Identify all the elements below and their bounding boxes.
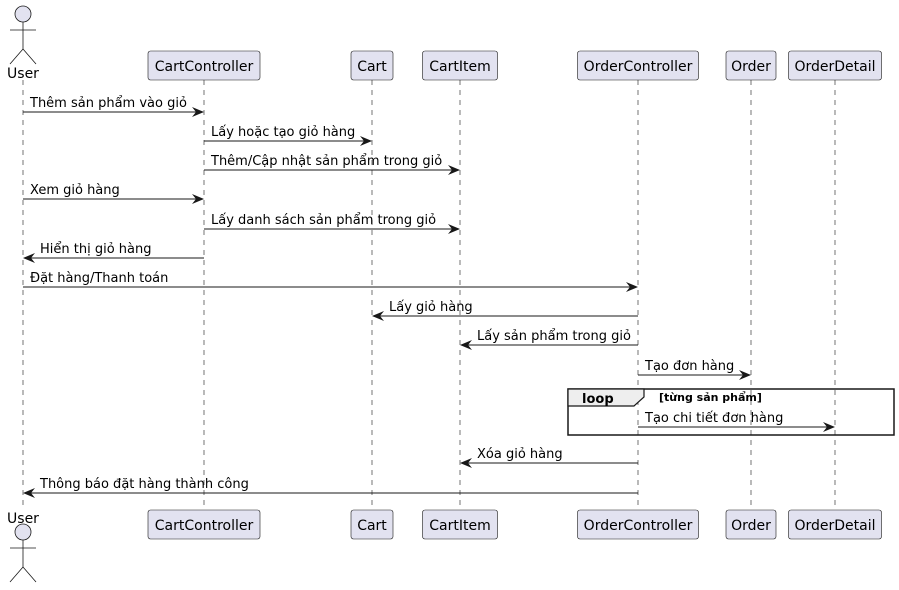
loop-keyword: loop [582,392,614,407]
message: Tạo chi tiết đơn hàng [638,411,835,432]
loop-box [567,388,895,436]
message-label: Lấy sản phẩm trong giỏ [477,329,631,344]
participant-box-orderdetail-bottom [788,509,882,540]
participant-label-order-bottom: Order [731,518,771,534]
loop-tab [567,388,645,407]
loop-guard: [từng sản phẩm] [659,391,762,404]
message: Thông báo đặt hàng thành công [23,477,638,498]
message: Lấy sản phẩm trong giỏ [460,329,638,350]
message: Tạo đơn hàng [638,359,751,380]
lifelines [22,80,836,510]
participant-box-order-top [725,50,777,81]
participant-label-cartitem-top: CartItem [429,59,490,75]
participant-label-cartcontroller-top: CartController [155,59,254,75]
participant-box-cart-bottom [350,509,394,540]
user-actor-icon-bottom [9,523,37,583]
message-label: Thêm/Cập nhật sản phẩm trong giỏ [210,154,442,169]
message: Thêm sản phẩm vào giỏ [23,96,204,117]
message-label: Xem giỏ hàng [30,183,120,198]
participant-label-cart-top: Cart [357,59,387,75]
message-label: Thêm sản phẩm vào giỏ [29,96,187,111]
message-label: Đặt hàng/Thanh toán [30,271,168,286]
participant-box-cartcontroller-bottom [147,509,261,540]
message: Xem giỏ hàng [23,183,204,204]
message-label: Lấy danh sách sản phẩm trong giỏ [211,213,436,228]
participant-box-cartitem-top [422,50,498,81]
participant-label-ordercontroller-top: OrderController [584,59,693,75]
actor-label-bottom: User [7,511,39,527]
message: Đặt hàng/Thanh toán [23,271,638,292]
message-label: Thông báo đặt hàng thành công [39,477,249,492]
message: Lấy giỏ hàng [372,300,638,321]
message-label: Tạo đơn hàng [644,359,734,374]
participant-box-cartcontroller-top [147,50,261,81]
message: Thêm/Cập nhật sản phẩm trong giỏ [204,154,460,175]
participant-label-cartitem-bottom: CartItem [429,518,490,534]
participant-label-cart-bottom: Cart [357,518,387,534]
participant-box-ordercontroller-bottom [577,509,699,540]
participant-label-orderdetail-bottom: OrderDetail [794,518,875,534]
participant-label-ordercontroller-bottom: OrderController [584,518,693,534]
participant-box-order-bottom [725,509,777,540]
participant-box-cartitem-bottom [422,509,498,540]
message-label: Hiển thị giỏ hàng [40,242,151,257]
participant-box-orderdetail-top [788,50,882,81]
message: Lấy hoặc tạo giỏ hàng [204,125,372,146]
message-label: Lấy giỏ hàng [389,300,473,315]
message-label: Tạo chi tiết đơn hàng [644,411,783,426]
message: Hiển thị giỏ hàng [23,242,204,263]
loop-frame: loop [từng sản phẩm] [567,388,895,436]
participant-label-order-top: Order [731,59,771,75]
message-label: Lấy hoặc tạo giỏ hàng [211,125,355,140]
message: Lấy danh sách sản phẩm trong giỏ [204,213,460,234]
participant-label-orderdetail-top: OrderDetail [794,59,875,75]
actor-label-top: User [7,66,39,82]
participant-box-ordercontroller-top [577,50,699,81]
message: Xóa giỏ hàng [460,447,638,468]
participant-box-cart-top [350,50,394,81]
user-actor-icon-top [9,5,37,65]
participant-label-cartcontroller-bottom: CartController [155,518,254,534]
participants: UserUserCartControllerCartControllerCart… [7,5,882,583]
message-label: Xóa giỏ hàng [477,447,563,462]
